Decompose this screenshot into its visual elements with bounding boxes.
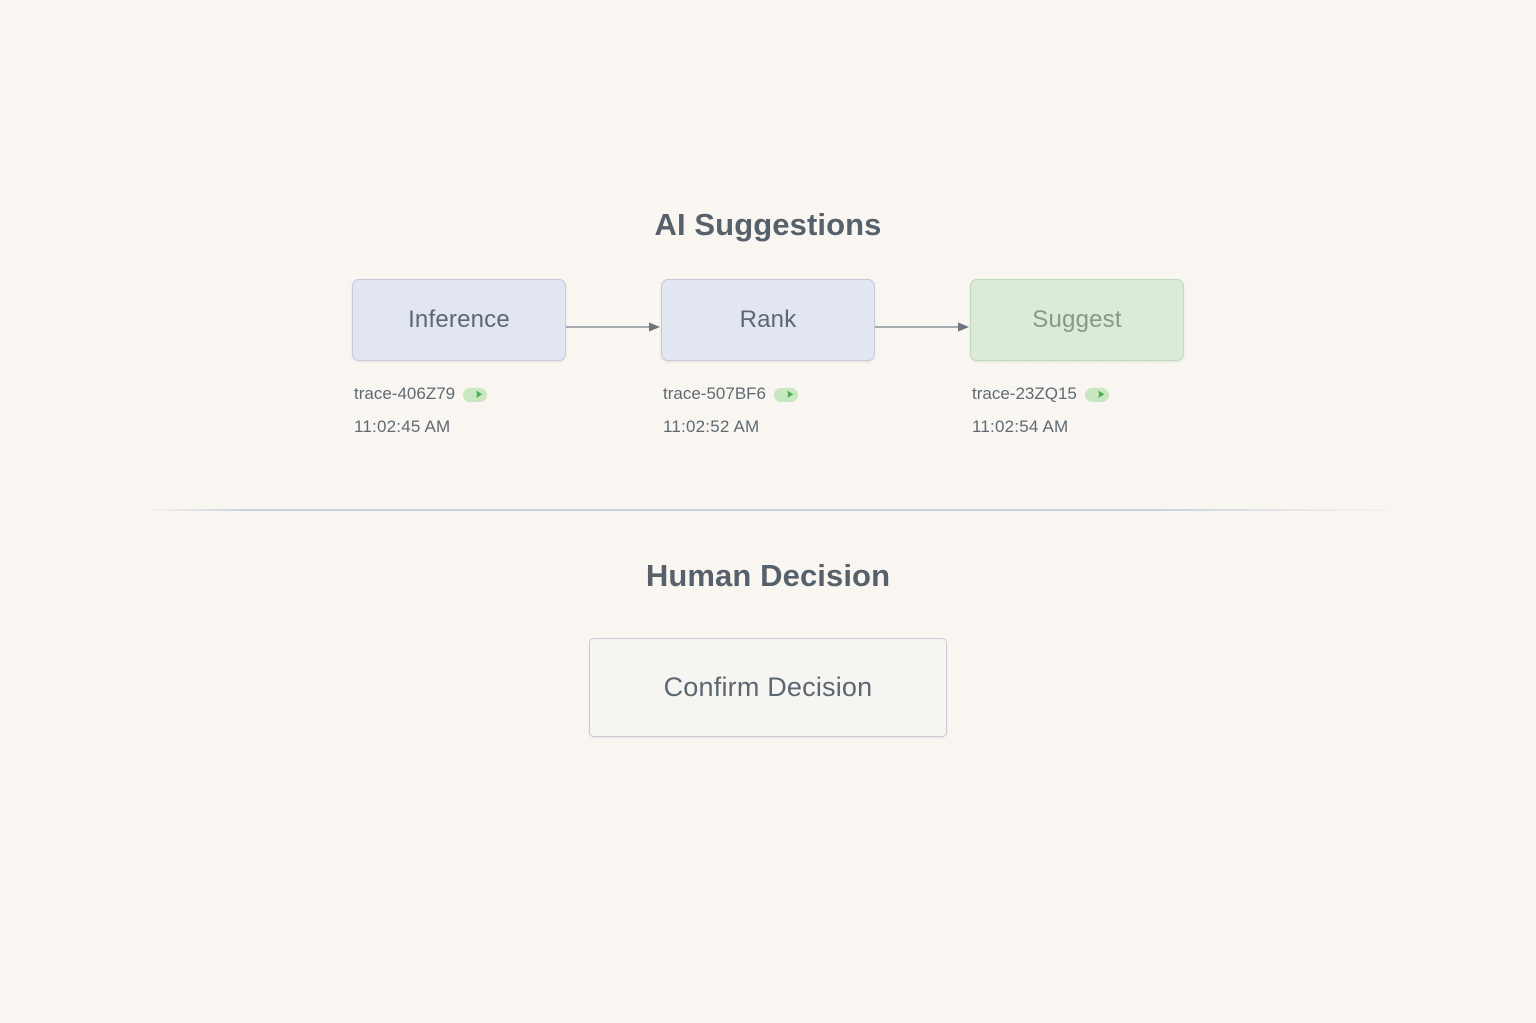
section-divider [152,509,1392,511]
human-decision-section: Human Decision Confirm Decision [0,557,1536,738]
arrow-right-icon [875,320,970,332]
node-inference-trace-row: trace-406Z79 [354,384,566,404]
node-suggest-trace-id: trace-23ZQ15 [972,384,1077,404]
node-suggest-timestamp: 11:02:54 AM [972,416,1069,436]
node-rank-trace-row: trace-507BF6 [663,384,875,404]
node-rank-meta: trace-507BF6 11:02:52 AM [661,384,875,436]
node-inference[interactable]: Inference [352,279,566,362]
node-suggest[interactable]: Suggest [970,279,1184,362]
verified-arrow-badge-icon [774,387,798,402]
verified-arrow-badge-icon [463,387,488,402]
pipeline-stage-suggest[interactable]: Suggest trace-23ZQ15 11:02:54 AM [970,279,1184,436]
arrow-right-icon [566,320,661,332]
node-inference-meta: trace-406Z79 11:02:45 AM [352,384,566,436]
ai-suggestions-section: AI Suggestions Inference trace-406Z79 [0,206,1536,449]
node-suggest-trace-row: trace-23ZQ15 [972,384,1184,404]
node-rank-trace-id: trace-507BF6 [663,384,766,404]
node-suggest-label: Suggest [1032,306,1122,334]
verified-arrow-badge-icon [1084,387,1109,402]
ai-suggestions-title: AI Suggestions [654,207,882,242]
node-inference-trace-id: trace-406Z79 [354,384,456,404]
pipeline-flow: Inference trace-406Z79 11:02:45 AM [352,279,1184,449]
node-rank[interactable]: Rank [661,279,875,362]
node-inference-timestamp: 11:02:45 AM [354,416,451,436]
pipeline-stage-rank[interactable]: Rank trace-507BF6 11:02:52 AM [661,279,875,436]
confirm-decision-button[interactable]: Confirm Decision [589,638,947,738]
human-decision-title: Human Decision [645,558,891,593]
node-suggest-meta: trace-23ZQ15 11:02:54 AM [970,384,1184,436]
node-inference-label: Inference [408,306,510,334]
node-rank-timestamp: 11:02:52 AM [663,416,760,436]
pipeline-stage-inference[interactable]: Inference trace-406Z79 11:02:45 AM [352,279,566,436]
confirm-button-wrapper: Confirm Decision [0,638,1536,738]
node-rank-label: Rank [739,306,797,334]
